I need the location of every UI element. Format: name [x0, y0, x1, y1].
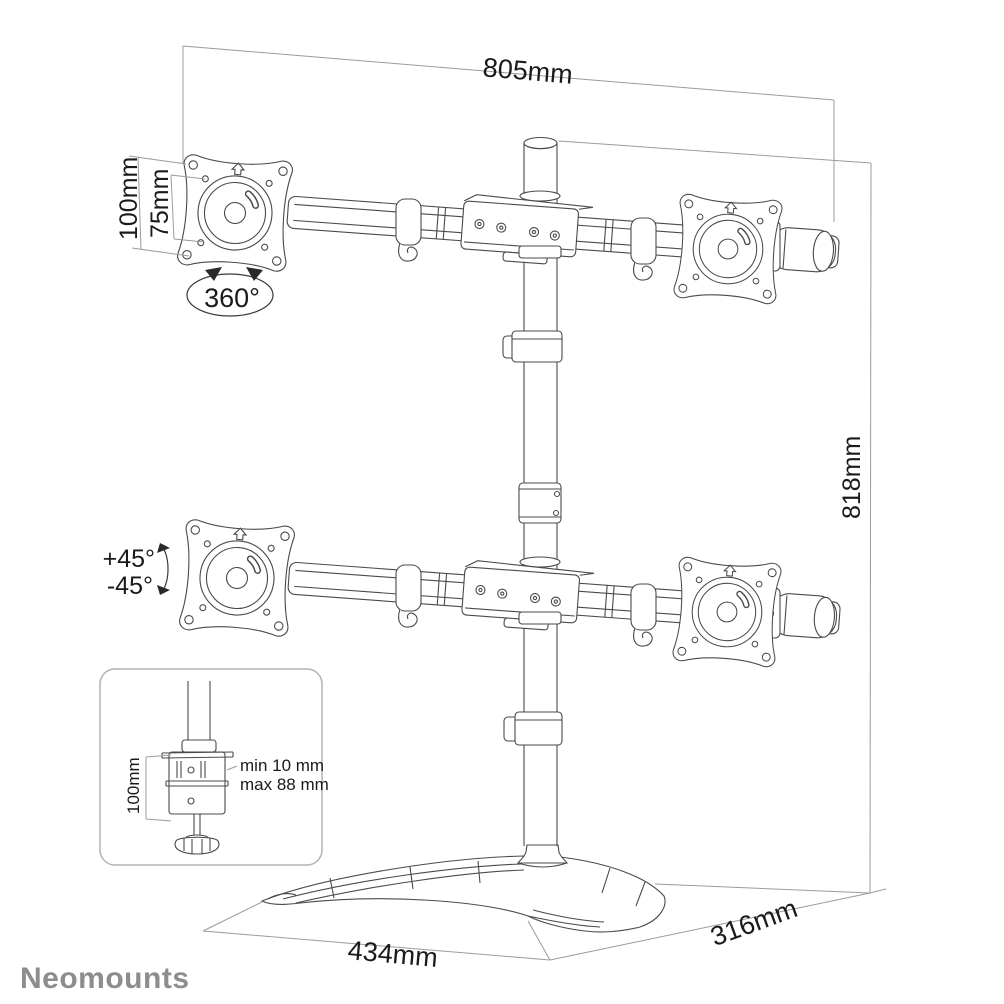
pole-clamp-lower [503, 711, 563, 746]
label-total-height: 818mm [838, 436, 866, 519]
vesa-plate-lower-right [672, 557, 781, 667]
desk-base [260, 855, 666, 933]
label-base-width: 434mm [347, 935, 439, 973]
vesa75-tick-top [170, 174, 206, 180]
inset-tick-top [145, 754, 172, 758]
vesa-plate-lower-left [179, 519, 295, 637]
label-tilt-down: -45° [107, 572, 153, 600]
label-base-depth: 316mm [706, 893, 801, 952]
pole-flange-upper [519, 190, 561, 202]
cable-clip-lower-left [395, 564, 422, 628]
pole-clamp-block-lower [518, 611, 562, 625]
label-total-width: 805mm [482, 52, 574, 89]
clamp-drawing [161, 681, 234, 855]
label-clamp-min: min 10 mm [240, 756, 324, 775]
inset-minmax-tick [226, 765, 238, 771]
cable-clip-lower-right [630, 583, 657, 647]
label-tilt-up: +45° [103, 545, 155, 573]
pole-clamp-upper [502, 330, 563, 363]
ground-edge-tail [869, 888, 887, 894]
tilt-arc [161, 545, 169, 593]
labels: 805mm 100mm 75mm 360° +45° -45° 818mm 43… [20, 52, 866, 995]
label-clamp-height: 100mm [124, 757, 143, 814]
pole-base-cap [516, 844, 569, 864]
dimension-line-width [182, 45, 835, 101]
label-rotation: 360° [204, 283, 260, 313]
rotation-annotation [186, 267, 274, 317]
rotation-arrow-right [246, 267, 263, 281]
vesa-plate-upper-right [673, 194, 782, 304]
cable-clip-upper-right [630, 217, 657, 281]
vesa-plate-upper-left [177, 154, 293, 272]
dimension-line-base-width [202, 930, 551, 961]
dimension-line-height [869, 162, 872, 894]
tilt-arrow-down [157, 585, 170, 595]
label-vesa-outer: 100mm [115, 157, 143, 240]
brand-logo: Neomounts [20, 962, 190, 995]
rotation-arrow-left [205, 267, 222, 281]
ground-edge-right [654, 883, 871, 894]
label-vesa-inner: 75mm [146, 169, 174, 238]
cable-clip-upper-left [395, 198, 422, 262]
clamp-inset [99, 668, 323, 866]
vesa100-bracket [137, 156, 142, 251]
dimension-lines [128, 45, 872, 894]
dimension-line-base-depth [549, 892, 871, 961]
height-extension-top [558, 140, 872, 164]
tilt-arrow-up [157, 543, 170, 553]
pole [502, 136, 569, 868]
pole-sleeve [518, 482, 562, 524]
pole-clamp-block-upper [518, 245, 562, 259]
base-tip-extension-front [527, 920, 551, 961]
base-tip-extension-left [202, 901, 263, 932]
rotation-ellipse [186, 273, 274, 317]
vesa75-tick-bottom [173, 238, 205, 243]
vesa75-bracket [170, 174, 175, 240]
ground-lines [202, 883, 887, 961]
vesa100-tick-bottom [131, 247, 190, 257]
label-clamp-max: max 88 mm [240, 775, 329, 794]
inset-tick-bottom [145, 818, 172, 822]
tilt-annotation [157, 543, 170, 595]
